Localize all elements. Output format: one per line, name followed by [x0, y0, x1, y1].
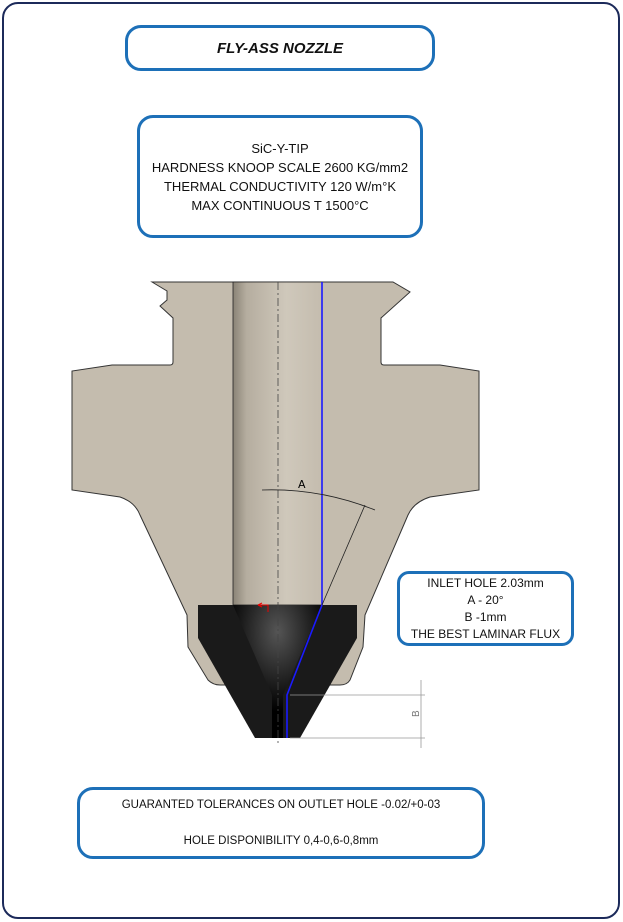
angle-arc	[261, 489, 376, 511]
dimension-label: B	[411, 710, 422, 717]
angle-a: A - 20°	[467, 592, 504, 607]
length-b: B -1mm	[464, 609, 507, 624]
specs-box: SiC-Y-TIP HARDNESS KNOOP SCALE 2600 KG/m…	[137, 115, 423, 238]
hole-sizes: HOLE DISPONIBILITY 0,4-0,6-0,8mm	[183, 835, 379, 847]
angle-label: A	[298, 478, 306, 491]
blue-profile-line	[286, 282, 323, 738]
inlet-box: INLET HOLE 2.03mm A - 20° B -1mm THE BES…	[397, 571, 574, 646]
bore	[232, 281, 323, 606]
title: FLY-ASS NOZZLE	[216, 39, 344, 57]
red-origin-marker	[257, 602, 269, 612]
inlet-hole: INLET HOLE 2.03mm	[427, 575, 544, 590]
tolerances-box: GUARANTED TOLERANCES ON OUTLET HOLE -0.0…	[77, 787, 485, 859]
tolerance-text: GUARANTED TOLERANCES ON OUTLET HOLE -0.0…	[121, 799, 441, 811]
angle-extension-line	[321, 504, 366, 606]
spec-thermal: THERMAL CONDUCTIVITY 120 W/m°K	[163, 178, 396, 194]
laminar-flux: THE BEST LAMINAR FLUX	[410, 626, 561, 641]
spec-hardness: HARDNESS KNOOP SCALE 2600 KG/mm2	[151, 159, 409, 175]
spec-max-temp: MAX CONTINUOUS T 1500°C	[191, 197, 369, 213]
title-box: FLY-ASS NOZZLE	[125, 25, 435, 71]
tip-cone	[233, 605, 322, 738]
spec-material: SiC-Y-TIP	[251, 140, 309, 156]
